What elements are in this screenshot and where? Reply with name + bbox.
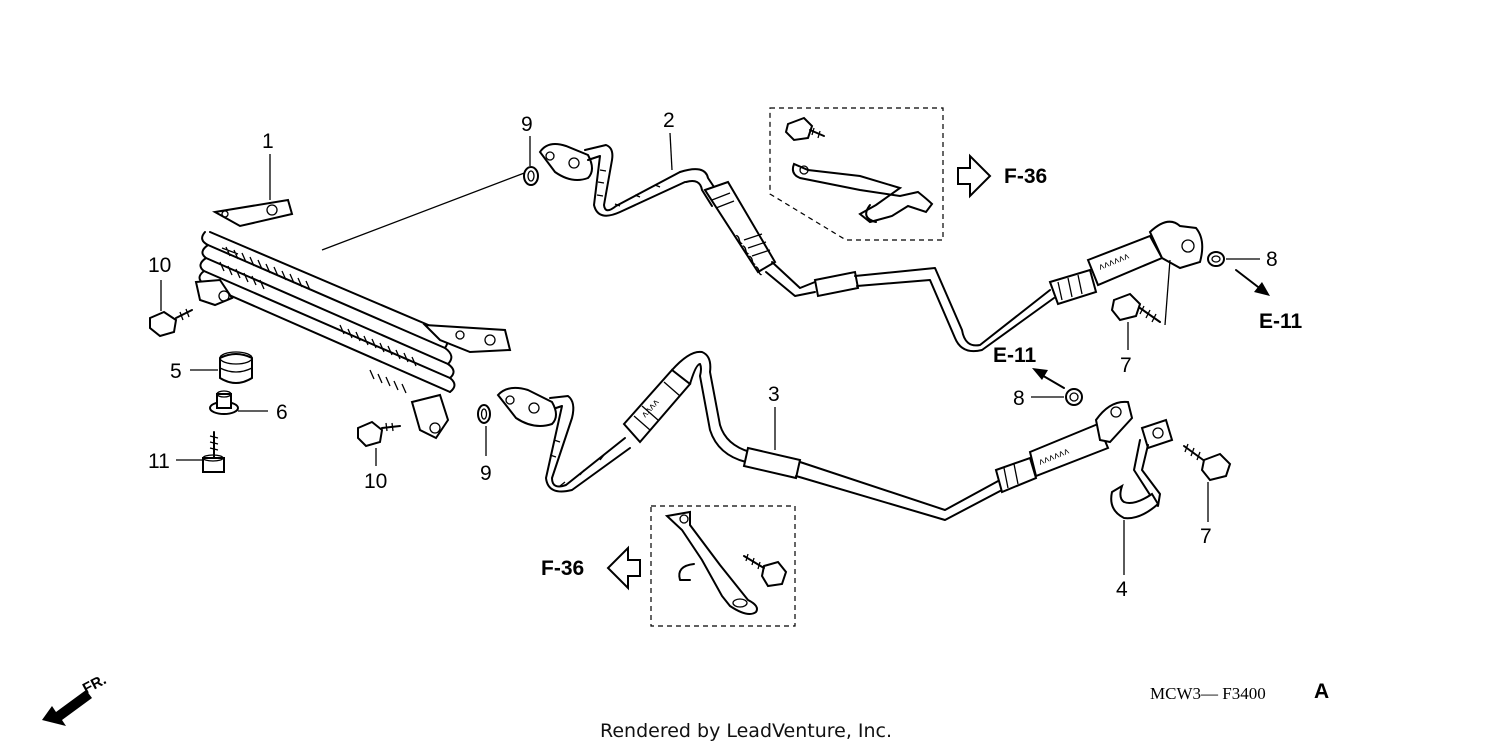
callout-4: 4 xyxy=(1116,578,1128,601)
front-direction-marker: FR. xyxy=(42,671,109,726)
bolt-10-right-part[interactable] xyxy=(357,420,401,448)
grommet-part[interactable] xyxy=(219,351,253,384)
ref-f36-bottom[interactable]: F-36 xyxy=(541,557,584,580)
callout-8-right: 8 xyxy=(1266,248,1278,271)
inset-box-top xyxy=(769,107,944,241)
diagram-code: MCW3— F3400 xyxy=(1150,684,1266,703)
arrow-to-e11-right-icon xyxy=(1235,269,1270,296)
o-ring-9-bottom-part[interactable] xyxy=(477,404,491,424)
lower-oil-hose-part[interactable]: ʌʌʌʌ ʌʌʌʌʌʌ xyxy=(496,350,1134,521)
oil-cooler-part[interactable] xyxy=(194,198,512,440)
inset-box-bottom xyxy=(650,505,796,627)
callout-11: 11 xyxy=(148,450,170,473)
bolt-11-part[interactable] xyxy=(202,431,225,473)
callout-2: 2 xyxy=(663,109,675,132)
o-ring-8-right-part[interactable] xyxy=(1207,251,1225,267)
hollow-arrow-left-icon xyxy=(606,545,641,591)
callout-3: 3 xyxy=(768,383,780,406)
diagram-code-suffix: A xyxy=(1314,680,1329,703)
ref-f36-top[interactable]: F-36 xyxy=(1004,165,1047,188)
callout-7-lower: 7 xyxy=(1200,525,1212,548)
hollow-arrow-right-icon xyxy=(957,153,992,199)
o-ring-9-top-part[interactable] xyxy=(523,166,539,186)
callout-10-left: 10 xyxy=(148,254,171,277)
bolt-10-left-part[interactable] xyxy=(149,308,193,338)
arrow-to-e11-mid-icon xyxy=(1032,368,1065,389)
front-arrow-icon xyxy=(42,690,92,726)
footer-credit: Rendered by LeadVenture, Inc. xyxy=(600,720,892,742)
ref-e11-right[interactable]: E-11 xyxy=(1259,310,1303,333)
bolt-7-upper-part[interactable] xyxy=(1110,292,1161,323)
callout-9-bottom: 9 xyxy=(480,462,492,485)
callout-6: 6 xyxy=(276,401,288,424)
ref-e11-mid[interactable]: E-11 xyxy=(993,344,1037,367)
callout-1: 1 xyxy=(262,130,274,153)
callout-10-right: 10 xyxy=(364,470,387,493)
collar-part[interactable] xyxy=(209,390,239,415)
upper-oil-hose-part[interactable]: ~~~~ ʌʌʌʌʌʌ xyxy=(538,143,1204,353)
callout-9-top: 9 xyxy=(521,113,533,136)
callout-7-upper: 7 xyxy=(1120,354,1132,377)
o-ring-8-mid-part[interactable] xyxy=(1065,388,1083,406)
hose-bracket-part[interactable] xyxy=(1110,418,1174,520)
callout-5: 5 xyxy=(170,360,182,383)
callout-8-mid: 8 xyxy=(1013,387,1025,410)
bolt-7-lower-part[interactable] xyxy=(1183,443,1232,482)
